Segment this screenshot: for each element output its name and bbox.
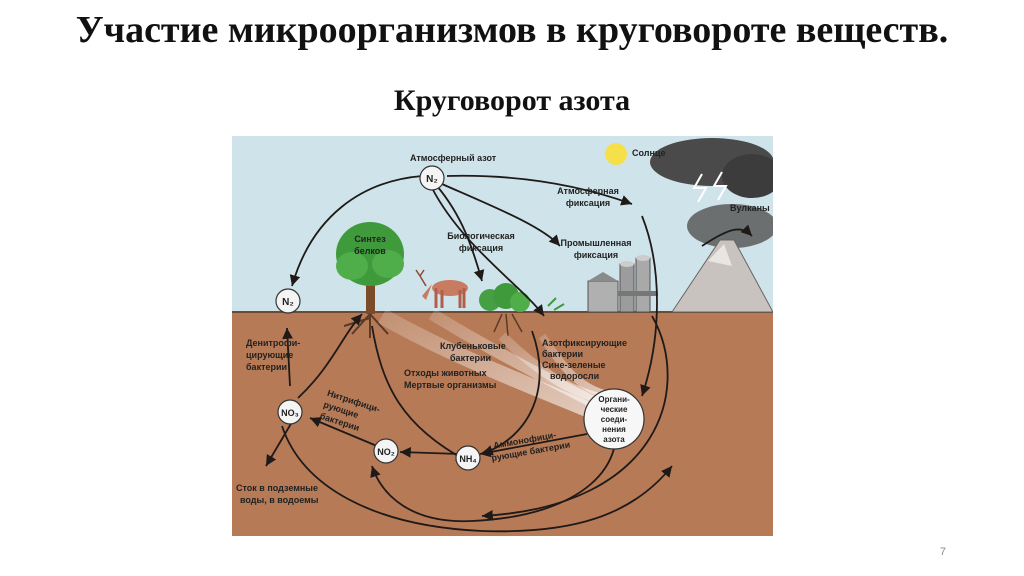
sun-icon bbox=[605, 143, 627, 165]
label-waste-2: Мертвые организмы bbox=[404, 380, 497, 390]
volcano bbox=[671, 239, 773, 313]
bushes bbox=[479, 283, 565, 337]
nitrogen-cycle-diagram: N₂ N₂ NO₃ NO₂ NH₄ Атмосферный азот Солнц… bbox=[232, 136, 773, 536]
label-denitrifying-2: цирующие bbox=[246, 350, 293, 360]
node-n2-left-label: N₂ bbox=[282, 297, 294, 308]
node-no3-label: NO₃ bbox=[281, 408, 299, 418]
decay-flows bbox=[378, 308, 606, 419]
label-runoff-2: воды, в водоемы bbox=[240, 495, 319, 505]
label-waste-1: Отходы животных bbox=[404, 368, 487, 378]
label-nitrogen-fixing-2: бактерии bbox=[542, 349, 583, 359]
label-nodule-1: Клубеньковые bbox=[440, 341, 506, 351]
node-nh4 bbox=[455, 445, 481, 471]
node-n2-top-label: N₂ bbox=[426, 174, 438, 185]
deer bbox=[415, 269, 468, 308]
node-no3 bbox=[277, 399, 303, 425]
page-number: 7 bbox=[939, 546, 946, 558]
slide-title: Участие микроорганизмов в круговороте ве… bbox=[75, 9, 949, 51]
label-atmospheric-nitrogen: Атмосферный азот bbox=[410, 153, 497, 163]
label-sun: Солнце bbox=[632, 148, 665, 158]
node-n2-top bbox=[419, 165, 445, 191]
node-no2 bbox=[373, 438, 399, 464]
arrows bbox=[265, 174, 753, 533]
node-n2-left bbox=[275, 288, 301, 314]
label-runoff-1: Сток в подземные bbox=[236, 483, 318, 493]
label-denitrifying-1: Денитрофи- bbox=[246, 338, 300, 348]
node-nh4-label: NH₄ bbox=[459, 454, 476, 464]
label-organic-4: нения bbox=[602, 425, 626, 434]
label-bio-fixation-1: Биологическая bbox=[447, 231, 515, 241]
label-denitrifying-3: бактерии bbox=[246, 362, 287, 372]
label-organic-3: соеди- bbox=[601, 415, 628, 424]
node-organic-compounds bbox=[583, 388, 645, 450]
label-bio-fixation-2: фиксация bbox=[459, 243, 503, 253]
node-no2-label: NO₂ bbox=[377, 447, 395, 457]
label-atm-fixation-1: Атмосферная bbox=[557, 186, 619, 196]
storm-cloud bbox=[650, 138, 773, 248]
tree bbox=[336, 222, 404, 338]
label-protein-synthesis-2: белков bbox=[354, 246, 386, 256]
label-organic-2: ческие bbox=[601, 405, 628, 414]
label-nitrogen-fixing-3: Сине-зеленые bbox=[542, 360, 606, 370]
slide-subtitle: Круговорот азота bbox=[393, 84, 631, 117]
label-industrial-fixation-2: фиксация bbox=[574, 250, 618, 260]
label-nodule-2: бактерии bbox=[450, 353, 491, 363]
label-volcanoes: Вулканы bbox=[730, 203, 770, 213]
label-organic-5: азота bbox=[603, 435, 625, 444]
label-protein-synthesis-1: Синтез bbox=[354, 234, 386, 244]
label-industrial-fixation-1: Промышленная bbox=[561, 238, 632, 248]
label-nitrogen-fixing-1: Азотфиксирующие bbox=[542, 338, 627, 348]
label-nitrogen-fixing-4: водоросли bbox=[550, 371, 599, 381]
label-atm-fixation-2: фиксация bbox=[566, 198, 610, 208]
label-organic-1: Органи- bbox=[598, 395, 630, 404]
factory bbox=[587, 255, 658, 313]
